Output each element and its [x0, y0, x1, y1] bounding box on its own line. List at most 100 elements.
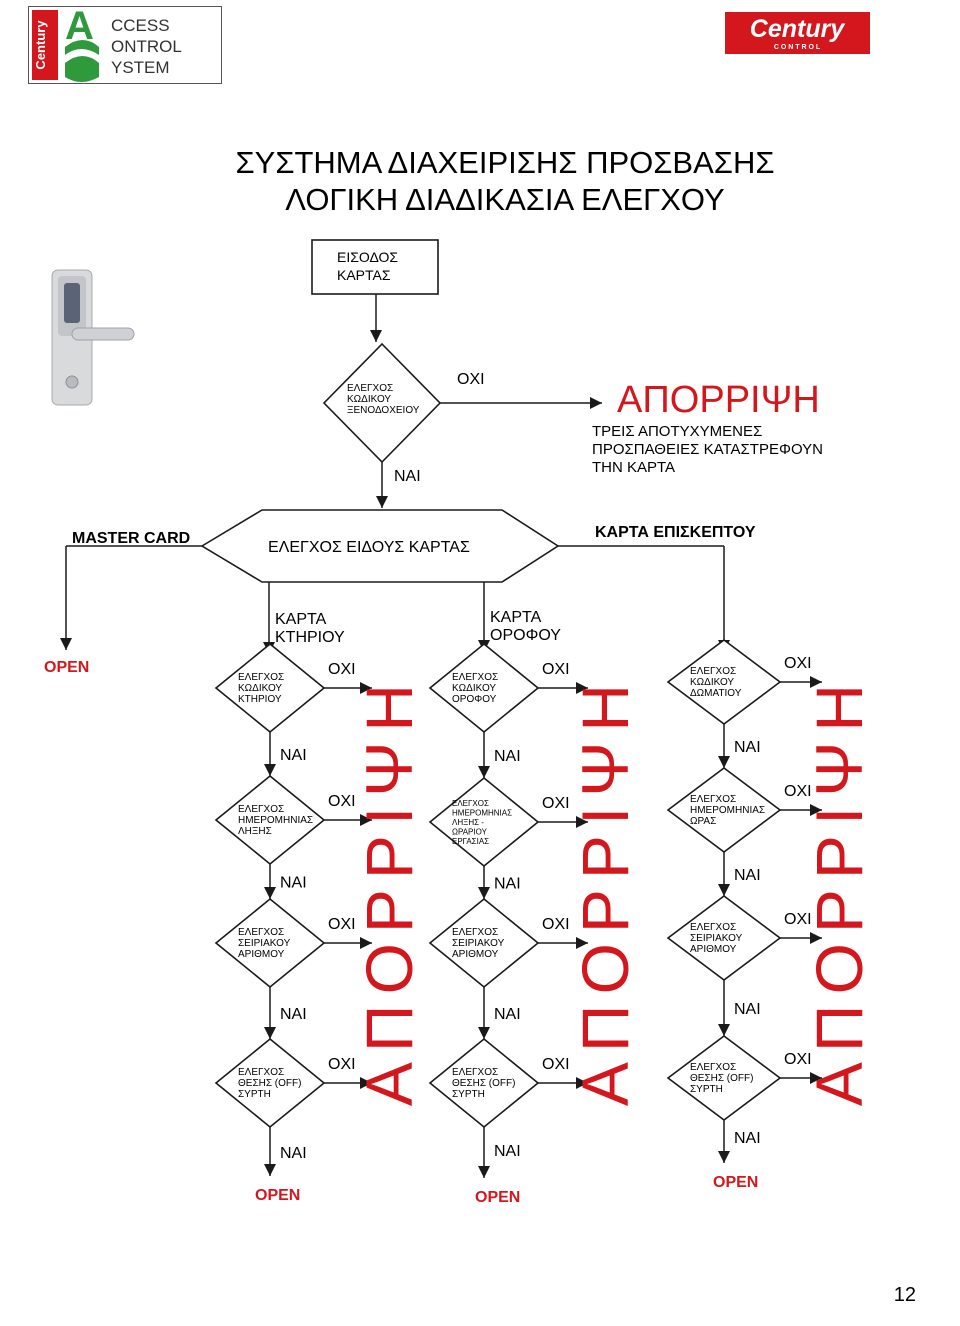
branch-3-check-2-line-2: ΗΜΕΡΟΜΗΝΙΑΣ: [690, 805, 765, 816]
branch-3-check-1-no-label: ΟΧΙ: [784, 655, 812, 672]
branch-1-check-2-line-2: ΗΜΕΡΟΜΗΝΙΑΣ: [238, 815, 313, 826]
branch-1-check-3-yes-label: ΝΑΙ: [280, 1006, 307, 1023]
branch-3-reject-label: ΑΠΟΡΡΙΨΗ: [802, 674, 876, 1106]
branch-2-check-3-no-label: ΟΧΙ: [542, 916, 570, 933]
branch-2-header-line-1: ΚΑΡΤΑ: [490, 609, 542, 626]
branch-2-check-4-line-1: ΕΛΕΓΧΟΣ: [452, 1067, 498, 1078]
branch-2-check-1-line-1: ΕΛΕΓΧΟΣ: [452, 672, 498, 683]
branch-2-check-3-yes-label: ΝΑΙ: [494, 1006, 521, 1023]
top-reject-note-1: ΤΡΕΙΣ ΑΠΟΤΥΧΥΜΕΝΕΣ: [592, 423, 762, 440]
guest-card-label: ΚΑΡΤΑ ΕΠΙΣΚΕΠΤΟΥ: [595, 524, 756, 541]
top-reject-note-3: ΤΗΝ ΚΑΡΤΑ: [592, 459, 675, 476]
branch-2-check-4-yes-label: ΝΑΙ: [494, 1143, 521, 1160]
branch-3-check-4-line-3: ΣΥΡΤΗ: [690, 1084, 723, 1095]
branch-1-check-4-no-label: ΟΧΙ: [328, 1056, 356, 1073]
branch-2-check-2-line-4: ΩΡΑΡΙΟΥ: [452, 828, 488, 837]
branch-1-check-2-line-1: ΕΛΕΓΧΟΣ: [238, 804, 284, 815]
century-logo: Century C O N T R O L: [725, 12, 870, 54]
branch-2-check-3-line-1: ΕΛΕΓΧΟΣ: [452, 927, 498, 938]
branch-2-check-2-line-5: ΕΡΓΑΣΙΑΣ: [452, 837, 489, 846]
branch-1-header-line-1: ΚΑΡΤΑ: [275, 611, 327, 628]
branch-3-check-4-line-1: ΕΛΕΓΧΟΣ: [690, 1062, 736, 1073]
logo-line-1: CCESS: [111, 16, 170, 35]
branch-1-check-3-line-1: ΕΛΕΓΧΟΣ: [238, 927, 284, 938]
branch-1-check-2-line-3: ΛΗΞΗΣ: [238, 826, 272, 837]
branch-2-check-1-line-3: ΟΡΟΦΟΥ: [452, 694, 497, 705]
branch-1-check-4-line-1: ΕΛΕΓΧΟΣ: [238, 1067, 284, 1078]
branch-1-check-2-no-label: ΟΧΙ: [328, 793, 356, 810]
branch-2-open-label: OPEN: [475, 1189, 520, 1206]
branch-3-check-3-line-1: ΕΛΕΓΧΟΣ: [690, 922, 736, 933]
branch-3-check-1-line-2: ΚΩΔΙΚΟΥ: [690, 677, 734, 688]
hotel-check-yes-label: ΝΑΙ: [394, 468, 421, 485]
branch-2-check-1-yes-label: ΝΑΙ: [494, 748, 521, 765]
hotel-check-line-3: ΞΕΝΟΔΟΧΕΙΟΥ: [347, 405, 420, 416]
century-logo-text: Century: [750, 15, 846, 43]
branch-1-check-1-line-2: ΚΩΔΙΚΟΥ: [238, 683, 282, 694]
branch-2-check-3-line-3: ΑΡΙΘΜΟΥ: [452, 949, 499, 960]
branch-3-check-3-yes-label: ΝΑΙ: [734, 1001, 761, 1018]
branch-2-header-line-2: ΟΡΟΦΟΥ: [490, 627, 561, 644]
branch-1-check-1-yes-label: ΝΑΙ: [280, 747, 307, 764]
logo-letter-c-shape: [65, 40, 99, 55]
door-lock-image: [51, 269, 135, 406]
title-line-2: ΛΟΓΙΚΗ ΔΙΑΔΙΚΑΣΙΑ ΕΛΕΓΧΟΥ: [285, 182, 724, 217]
branch-3-check-1-line-1: ΕΛΕΓΧΟΣ: [690, 666, 736, 677]
branch-3-check-2-line-1: ΕΛΕΓΧΟΣ: [690, 794, 736, 805]
branch-3-open-label: OPEN: [713, 1174, 758, 1191]
branch-2-check-2-line-1: ΕΛΕΓΧΟΣ: [452, 799, 489, 808]
branch-2-check-3-line-2: ΣΕΙΡΙΑΚΟΥ: [452, 938, 505, 949]
branch-1-check-3-no-label: ΟΧΙ: [328, 916, 356, 933]
branch-2-check-1-no-label: ΟΧΙ: [542, 661, 570, 678]
branch-2-check-4-no-label: ΟΧΙ: [542, 1056, 570, 1073]
branch-2-check-2-line-2: ΗΜΕΡΟΜΗΝΙΑΣ: [452, 809, 512, 818]
hotel-check-line-2: ΚΩΔΙΚΟΥ: [347, 394, 391, 405]
century-vertical-lettering: Century: [33, 20, 48, 70]
card-entry-box: [311, 239, 439, 295]
logo-letter-s-shape: [65, 56, 99, 82]
card-type-connectors: [60, 545, 730, 654]
hotel-check-line-1: ΕΛΕΓΧΟΣ: [347, 383, 393, 394]
branch-1-check-4-line-2: ΘΕΣΗΣ (OFF): [238, 1078, 301, 1089]
branch-1-header-line-2: ΚΤΗΡΙΟΥ: [275, 629, 345, 646]
branch-1-check-1-line-1: ΕΛΕΓΧΟΣ: [238, 672, 284, 683]
card-entry-line-1: ΕΙΣΟΔΟΣ: [337, 249, 398, 265]
hotel-check-no-label: ΟΧΙ: [457, 371, 485, 388]
branch-2-check-1-line-2: ΚΩΔΙΚΟΥ: [452, 683, 496, 694]
century-vertical-badge: [32, 10, 58, 80]
branch-2-check-2-no-label: ΟΧΙ: [542, 795, 570, 812]
title-line-1: ΣΥΣΤΗΜΑ ΔΙΑΧΕΙΡΙΣΗΣ ΠΡΟΣΒΑΣΗΣ: [235, 145, 774, 180]
branch-2-check-2-line-3: ΛΗΞΗΣ -: [452, 818, 484, 827]
branch-3-check-4-line-2: ΘΕΣΗΣ (OFF): [690, 1073, 753, 1084]
acs-logo: Century A CCESS ONTROL YSTEM: [28, 4, 222, 84]
master-card-open-label: OPEN: [44, 659, 89, 676]
branch-3-check-2-yes-label: ΝΑΙ: [734, 867, 761, 884]
branch-3-check-1-line-3: ΔΩΜΑΤΙΟΥ: [690, 688, 742, 699]
branch-2-check-2-diamond: [428, 776, 540, 868]
branch-2-check-4-line-3: ΣΥΡΤΗ: [452, 1089, 485, 1100]
branch-3-check-3-no-label: ΟΧΙ: [784, 911, 812, 928]
branch-1-check-3-line-3: ΑΡΙΘΜΟΥ: [238, 949, 285, 960]
branch-2-reject-label: ΑΠΟΡΡΙΨΗ: [568, 674, 642, 1106]
master-card-label: MASTER CARD: [72, 530, 190, 547]
branch-1-open-label: OPEN: [255, 1187, 300, 1204]
branch-2-check-4-line-2: ΘΕΣΗΣ (OFF): [452, 1078, 515, 1089]
logo-line-2: ONTROL: [111, 37, 182, 56]
branch-1-check-4-yes-label: ΝΑΙ: [280, 1145, 307, 1162]
branch-1-check-3-line-2: ΣΕΙΡΙΑΚΟΥ: [238, 938, 291, 949]
branch-1-check-1-no-label: ΟΧΙ: [328, 661, 356, 678]
page-number: 12: [894, 1284, 916, 1306]
branch-3-check-2-line-3: ΩΡΑΣ: [690, 816, 716, 827]
branch-1-check-1-line-3: ΚΤΗΡΙΟΥ: [238, 694, 282, 705]
branch-2-check-2-yes-label: ΝΑΙ: [494, 876, 521, 893]
branch-1-check-4-line-3: ΣΥΡΤΗ: [238, 1089, 271, 1100]
branch-1-reject-label: ΑΠΟΡΡΙΨΗ: [352, 674, 426, 1106]
card-type-check-label: ΕΛΕΓΧΟΣ ΕΙΔΟΥΣ ΚΑΡΤΑΣ: [268, 539, 470, 556]
top-reject-title: ΑΠΟΡΡΙΨΗ: [617, 379, 820, 421]
branch-3-check-3-line-3: ΑΡΙΘΜΟΥ: [690, 944, 737, 955]
top-reject-note-2: ΠΡΟΣΠΑΘΕΙΕΣ ΚΑΤΑΣΤΡΕΦΟΥΝ: [592, 441, 823, 458]
branch-3-check-2-no-label: ΟΧΙ: [784, 783, 812, 800]
century-logo-subtext: C O N T R O L: [774, 44, 821, 51]
branch-columns: ΚΑΡΤΑΚΤΗΡΙΟΥΕΛΕΓΧΟΣΚΩΔΙΚΟΥΚΤΗΡΙΟΥΟΧΙΝΑΙΕ…: [214, 609, 876, 1206]
